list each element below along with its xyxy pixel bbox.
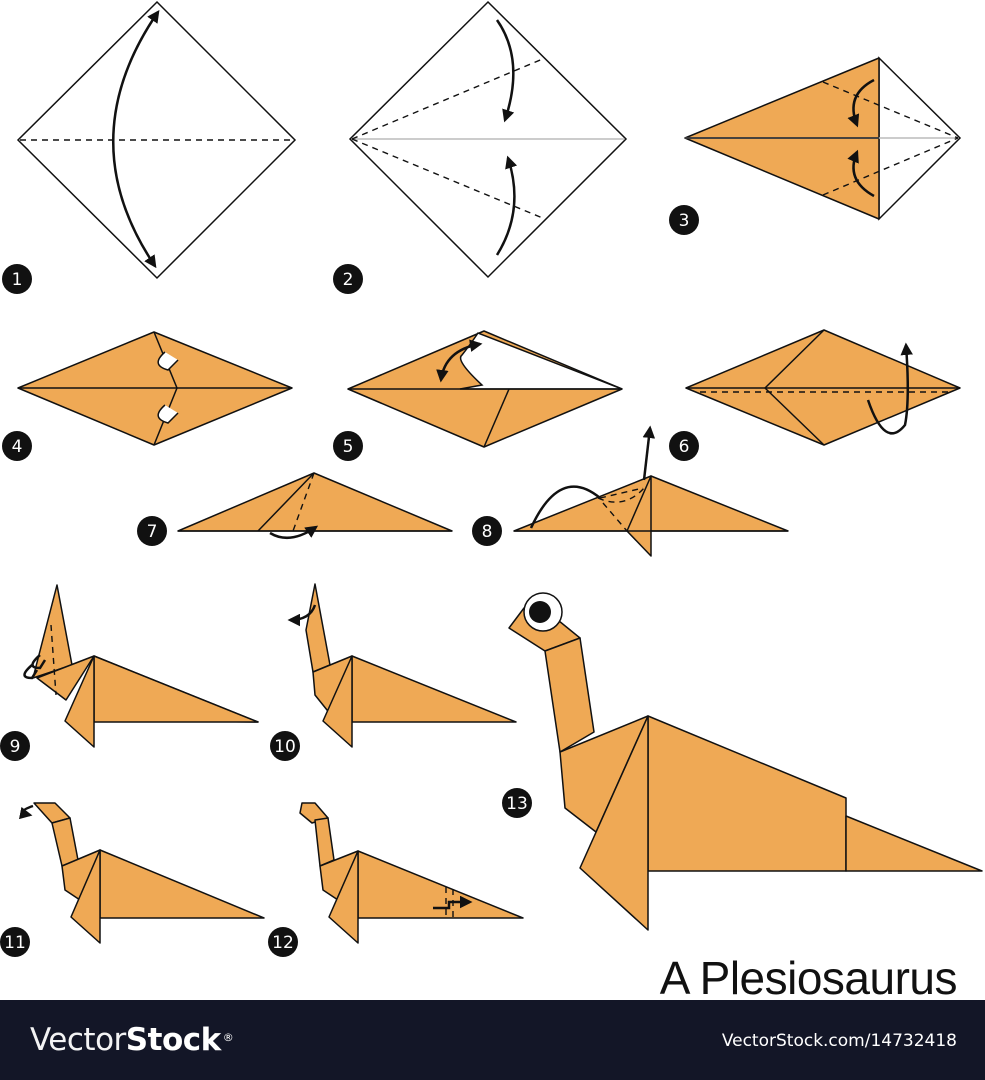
step-5-diagram [347,330,623,448]
fold-arrow-icon [495,19,515,123]
step-2-diagram [348,0,628,279]
step-badge-3: 3 [669,205,699,235]
step-3-diagram [684,56,962,221]
step-badge-10: 10 [270,731,300,761]
step-badge-4: 4 [2,431,32,461]
step-8-diagram [513,425,789,557]
fold-arrow-icon [847,78,875,128]
fold-arrow-icon [112,9,160,269]
reverse-fold-arrow-icon [157,404,179,424]
fold-arrow-icon [18,804,34,820]
watermark-footer: VectorStock® VectorStock.com/14732418 [0,1000,985,1080]
fold-behind-arrow-icon [866,342,913,435]
vectorstock-logo: VectorStock® [30,1022,234,1058]
step-badge-6: 6 [669,431,699,461]
svg-text:5: 5 [343,437,354,457]
step-9-diagram [23,584,259,748]
pleat-fold-arrow-icon [433,895,473,910]
step-12-diagram [299,802,524,944]
step-13-final-model [508,592,983,931]
svg-text:7: 7 [147,522,158,542]
svg-text:9: 9 [10,737,21,757]
svg-text:4: 4 [12,437,23,457]
fold-arrow-icon [529,485,601,529]
step-4-diagram [17,331,293,446]
reverse-fold-arrow-icon [157,351,179,371]
svg-text:1: 1 [12,270,23,290]
step-7-diagram [177,472,453,540]
logo-text-bold: Stock [125,1022,221,1058]
step-10-diagram [287,583,517,748]
svg-text:2: 2 [343,270,354,290]
fold-arrow-icon [847,149,875,198]
registered-mark: ® [222,1031,234,1044]
svg-text:12: 12 [272,933,294,953]
fold-arrow-icon [436,339,483,383]
step-badge-9: 9 [0,731,30,761]
step-badge-11: 11 [0,927,30,957]
fold-arrow-icon [287,604,317,627]
diagram-title: A Plesiosaurus [659,952,958,1004]
step-badge-2: 2 [333,264,363,294]
svg-text:13: 13 [506,794,528,814]
step-badge-12: 12 [268,927,298,957]
svg-text:8: 8 [482,522,493,542]
reverse-fold-arrow-icon [23,664,39,680]
step-badge-5: 5 [333,431,363,461]
reverse-fold-arrow-icon [31,654,47,670]
step-badge-1: 1 [2,264,32,294]
step-badge-7: 7 [137,516,167,546]
step-badge-8: 8 [472,516,502,546]
origami-instructions-diagram: 1 2 3 4 [0,0,983,957]
svg-text:10: 10 [274,737,296,757]
step-1-diagram [16,0,297,280]
fold-arrow-icon [495,155,518,256]
svg-text:6: 6 [679,437,690,457]
eye-icon [523,592,563,632]
fold-arrow-icon [269,525,319,540]
svg-text:3: 3 [679,211,690,231]
stock-image-id: VectorStock.com/14732418 [721,1031,957,1051]
step-11-diagram [18,802,265,944]
logo-text-thin: Vector [30,1022,126,1058]
step-badge-13: 13 [502,788,532,818]
step-6-diagram [685,329,961,446]
fold-up-arrow-icon [642,425,656,481]
svg-text:11: 11 [4,933,26,953]
